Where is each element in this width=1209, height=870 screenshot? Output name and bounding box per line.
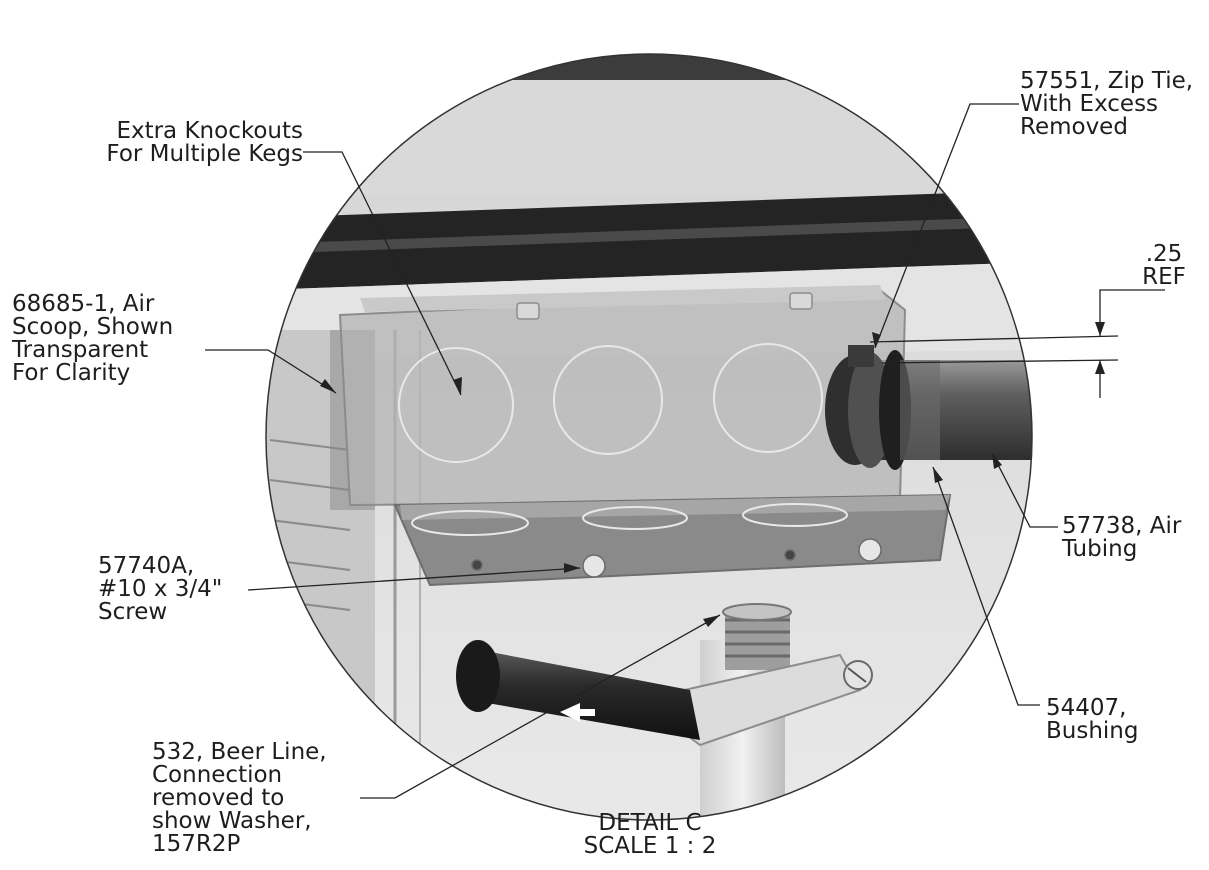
leader-lines (205, 103, 1165, 799)
bushing-label: 54407,Bushing (1046, 695, 1139, 744)
detail-view (266, 54, 1032, 820)
screw-label: 57740A,#10 x 3/4"Screw (98, 553, 223, 625)
